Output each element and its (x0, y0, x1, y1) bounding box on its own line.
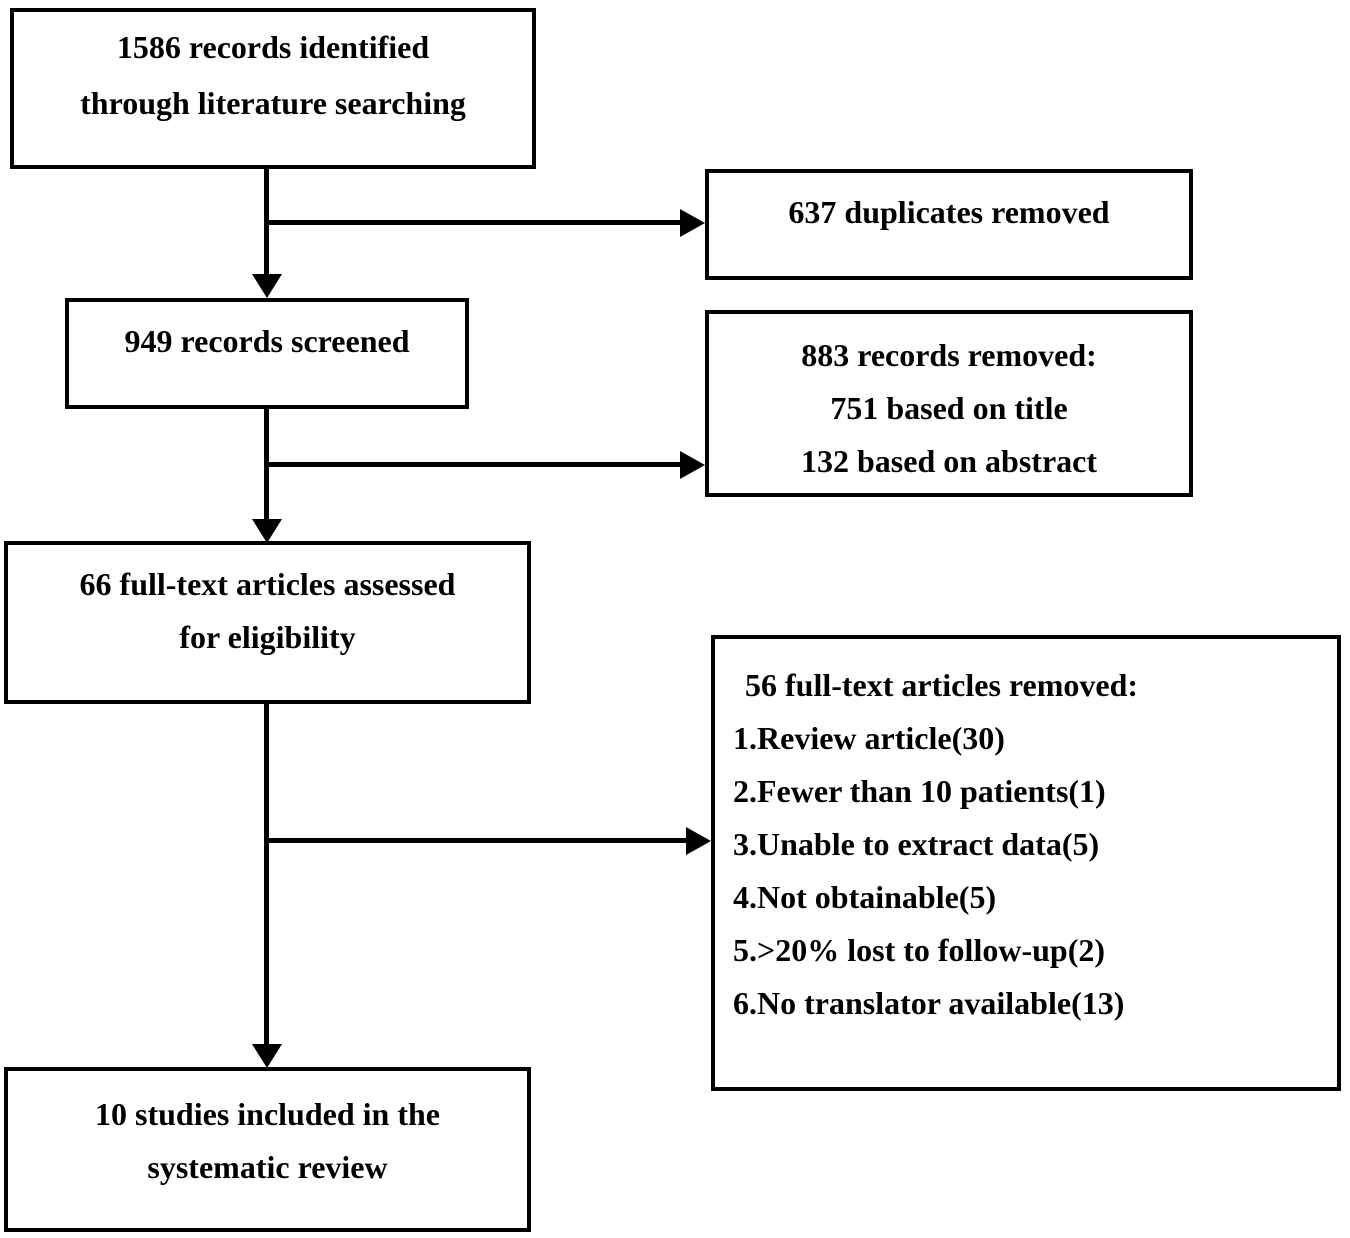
records-identified-line-1: 1586 records identified (116, 29, 430, 65)
box-records-identified: 1586 records identified through literatu… (10, 8, 536, 169)
arrowhead-right-icon (680, 209, 705, 237)
fulltext-removed-reason-2: 2.Fewer than 10 patients(1) (733, 773, 1106, 809)
studies-included-line-1: 10 studies included in the (95, 1096, 440, 1132)
connector-fulltext-to-included (264, 701, 269, 1046)
duplicates-removed-line: 637 duplicates removed (788, 194, 1110, 230)
fulltext-assessed-line-2: for eligibility (179, 619, 356, 655)
box-records-removed: 883 records removed: 751 based on title … (705, 310, 1193, 497)
fulltext-removed-reason-1: 1.Review article(30) (733, 720, 1005, 756)
connector-to-fulltext-removed (266, 838, 688, 843)
fulltext-removed-reason-5: 5.>20% lost to follow-up(2) (733, 932, 1105, 968)
connector-to-records-removed (266, 462, 682, 467)
box-studies-included: 10 studies included in the systematic re… (4, 1067, 531, 1232)
fulltext-removed-reason-3: 3.Unable to extract data(5) (733, 826, 1100, 862)
box-records-screened: 949 records screened (65, 298, 469, 409)
box-fulltext-assessed: 66 full-text articles assessed for eligi… (4, 541, 531, 704)
records-removed-line-2: 751 based on title (830, 390, 1068, 426)
fulltext-removed-reason-4: 4.Not obtainable(5) (733, 879, 997, 915)
arrowhead-right-icon (680, 451, 705, 479)
records-removed-line-3: 132 based on abstract (800, 443, 1097, 479)
connector-to-duplicates-removed (266, 220, 682, 225)
box-duplicates-removed: 637 duplicates removed (705, 169, 1193, 280)
fulltext-removed-title: 56 full-text articles removed: (745, 667, 1139, 703)
arrowhead-down-icon (252, 519, 282, 543)
arrowhead-right-icon (686, 827, 711, 855)
arrowhead-down-icon (252, 1044, 282, 1068)
records-identified-line-2: through literature searching (80, 85, 466, 121)
studies-included-line-2: systematic review (147, 1149, 388, 1185)
box-fulltext-removed: 56 full-text articles removed: 1.Review … (711, 635, 1341, 1091)
records-removed-line-1: 883 records removed: (801, 337, 1097, 373)
records-screened-line: 949 records screened (124, 323, 410, 359)
fulltext-assessed-line-1: 66 full-text articles assessed (79, 566, 456, 602)
arrowhead-down-icon (252, 274, 282, 298)
fulltext-removed-reason-6: 6.No translator available(13) (733, 985, 1125, 1021)
